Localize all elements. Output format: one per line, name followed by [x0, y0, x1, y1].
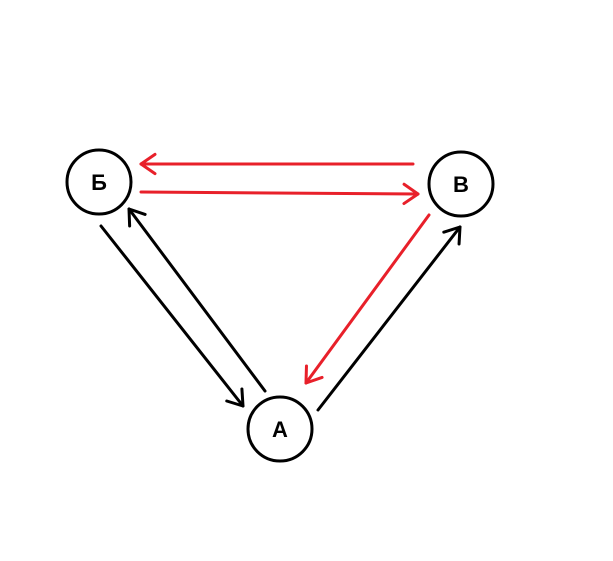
node-b-label: Б [91, 170, 107, 195]
node-v-circle [427, 150, 495, 218]
edge-b-a-line [99, 224, 245, 408]
edge-v-a-line [304, 213, 431, 385]
node-a-circle [246, 395, 314, 463]
edge-v-b-arrowhead [139, 152, 157, 176]
edge-b-a [99, 224, 245, 408]
edge-a-b-line [127, 207, 267, 393]
node-b-circle [65, 148, 133, 216]
node-v: В [427, 150, 495, 218]
edge-b-v-arrowhead [402, 182, 420, 206]
node-a-label: А [272, 417, 288, 442]
node-b: Б [65, 148, 133, 216]
edge-a-b [127, 207, 267, 393]
edge-a-v-line [316, 225, 462, 412]
edge-a-v [316, 225, 462, 412]
edge-b-v-line [139, 190, 420, 196]
edge-b-a-arrowhead [225, 387, 245, 408]
node-a: А [246, 395, 314, 463]
edge-a-b-arrowhead [127, 207, 147, 228]
edge-v-b [139, 152, 415, 176]
edge-v-a [304, 213, 431, 385]
edge-b-v [139, 182, 420, 206]
edge-v-a-arrowhead [304, 364, 324, 385]
node-v-label: В [453, 172, 469, 197]
edge-a-v-arrowhead [442, 225, 462, 246]
edges-layer [99, 152, 462, 412]
